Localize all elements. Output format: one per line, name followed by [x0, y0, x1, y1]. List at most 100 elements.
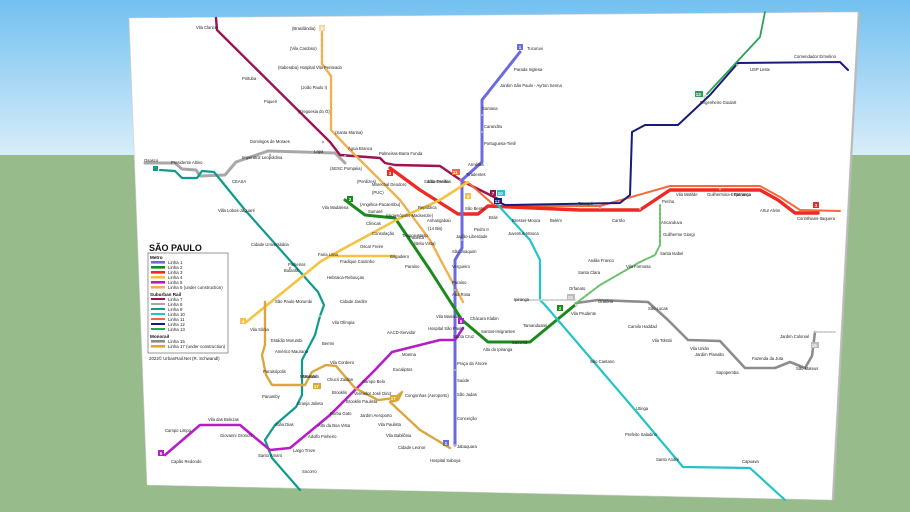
- svg-text:Tamanduateí: Tamanduateí: [523, 323, 548, 328]
- svg-text:2: 2: [559, 306, 562, 311]
- svg-text:Vergueiro: Vergueiro: [452, 264, 471, 269]
- svg-text:Cidade Jardim: Cidade Jardim: [340, 299, 368, 304]
- svg-text:Butantã: Butantã: [284, 268, 299, 273]
- svg-text:Santa Isabel: Santa Isabel: [660, 251, 683, 256]
- svg-text:7: 7: [492, 191, 495, 196]
- line-8: [143, 149, 347, 178]
- line-10: [495, 202, 787, 502]
- svg-text:Sapopemba: Sapopemba: [716, 370, 739, 375]
- svg-text:Osasco: Osasco: [144, 158, 159, 163]
- line-11: [459, 179, 841, 212]
- svg-text:Linha 2: Linha 2: [168, 265, 183, 270]
- svg-text:Cidade Universitária: Cidade Universitária: [251, 242, 289, 247]
- svg-text:Comendador Ermelino: Comendador Ermelino: [794, 54, 837, 59]
- line-3: [388, 166, 820, 216]
- svg-text:São Judas: São Judas: [457, 392, 477, 397]
- svg-text:Linha 17 (under construction): Linha 17 (under construction): [168, 344, 226, 349]
- svg-text:Santana: Santana: [482, 106, 498, 111]
- svg-text:Monorail: Monorail: [150, 334, 169, 339]
- svg-text:Carrão: Carrão: [612, 218, 625, 223]
- svg-text:Domingos de Moraes: Domingos de Moraes: [250, 139, 290, 144]
- badge-line-15-east: 15: [811, 342, 819, 348]
- badge-line-4: 4: [465, 193, 471, 199]
- line-1: [453, 50, 522, 447]
- line-2: [343, 198, 577, 344]
- svg-text:Pirituba: Pirituba: [242, 76, 257, 81]
- svg-text:Guilherme Giorgi: Guilherme Giorgi: [663, 232, 695, 237]
- svg-text:Linha 12: Linha 12: [168, 322, 185, 327]
- badge-line-2-east: 2: [557, 305, 563, 311]
- svg-text:Jardim Aeroporto: Jardim Aeroporto: [360, 413, 393, 418]
- svg-text:Guilhermina-Esperança: Guilhermina-Esperança: [707, 192, 752, 197]
- svg-text:(14 Bis): (14 Bis): [428, 226, 443, 231]
- svg-text:Hebraica-Rebouças: Hebraica-Rebouças: [327, 275, 364, 280]
- svg-text:São Paulo-Morumbi: São Paulo-Morumbi: [275, 299, 312, 304]
- svg-text:Santa Clara: Santa Clara: [578, 270, 601, 275]
- svg-text:Linha 4: Linha 4: [168, 275, 183, 280]
- metro-lines: [143, 11, 849, 502]
- svg-text:Praça da Árvore: Praça da Árvore: [457, 361, 488, 366]
- svg-text:(Freguesia do Ó): (Freguesia do Ó): [298, 109, 330, 114]
- svg-text:Trianon-Masp: Trianon-Masp: [402, 233, 428, 238]
- svg-text:Artur Alvim: Artur Alvim: [760, 208, 781, 213]
- svg-text:1: 1: [519, 45, 522, 50]
- badge-line-17: 17: [313, 383, 321, 389]
- svg-text:Armênia: Armênia: [468, 162, 484, 167]
- svg-text:4: 4: [467, 194, 470, 199]
- svg-text:São Lucas: São Lucas: [648, 306, 668, 311]
- svg-text:Américo Maurano: Américo Maurano: [275, 349, 309, 354]
- svg-text:Marechal Deodoro: Marechal Deodoro: [372, 182, 407, 187]
- station-labels: Vila Clarice Pirituba Piqueri Lapa Água …: [144, 25, 837, 474]
- svg-text:São Caetano: São Caetano: [590, 359, 615, 364]
- svg-text:Linha 10: Linha 10: [168, 312, 185, 317]
- svg-text:Largo Treze: Largo Treze: [293, 448, 316, 453]
- svg-text:Corinthians-Itaquera: Corinthians-Itaquera: [797, 216, 836, 221]
- map-board[interactable]: [128, 11, 860, 501]
- svg-text:Paulista: Paulista: [409, 235, 425, 240]
- line-4: [243, 180, 470, 325]
- svg-text:Prefeito Saladino: Prefeito Saladino: [625, 432, 658, 437]
- svg-text:República: República: [418, 205, 437, 210]
- svg-text:(Higienópolis-Mackenzie): (Higienópolis-Mackenzie): [386, 213, 434, 218]
- svg-text:São Mateus: São Mateus: [796, 366, 818, 371]
- svg-text:Tucuruvi: Tucuruvi: [527, 46, 543, 51]
- svg-text:Morumbi: Morumbi: [300, 374, 316, 379]
- svg-text:(SESC Pompéia): (SESC Pompéia): [330, 166, 362, 171]
- svg-text:Campo Limpo: Campo Limpo: [165, 428, 192, 433]
- svg-text:Vila Mariana: Vila Mariana: [436, 314, 460, 319]
- badge-line-11: 11: [452, 169, 460, 175]
- svg-text:Aricanduva: Aricanduva: [661, 220, 683, 225]
- svg-text:Engenheiro Goulart: Engenheiro Goulart: [700, 100, 737, 105]
- badge-line-5-west: 5: [158, 450, 164, 456]
- legend-metro: Linha 1 Linha 2 Linha 3 Linha 4 Linha 5 …: [151, 260, 223, 290]
- svg-text:Conceição: Conceição: [457, 416, 477, 421]
- svg-text:Alto do Ipiranga: Alto do Ipiranga: [483, 347, 513, 352]
- svg-text:1: 1: [445, 441, 448, 446]
- svg-text:Vila Paulista: Vila Paulista: [378, 422, 402, 427]
- svg-text:13: 13: [696, 92, 702, 97]
- svg-text:Linha 6 (under construction): Linha 6 (under construction): [168, 285, 223, 290]
- svg-text:Santo Amaro: Santo Amaro: [258, 453, 283, 458]
- svg-text:Fradique Coutinho: Fradique Coutinho: [340, 259, 375, 264]
- svg-text:Linha 15: Linha 15: [168, 339, 185, 344]
- line-badges: 1 1 2 2 3 3 4 4 5 5 6 7 10 11 12 13 15 1…: [153, 25, 819, 456]
- svg-text:Brooklin: Brooklin: [332, 390, 348, 395]
- svg-text:15: 15: [812, 343, 818, 348]
- svg-text:Portuguesa-Tietê: Portuguesa-Tietê: [484, 141, 517, 146]
- svg-text:Utinga: Utinga: [636, 406, 649, 411]
- svg-text:Parada Inglesa: Parada Inglesa: [514, 67, 543, 72]
- map-title: SÃO PAULO: [149, 243, 202, 253]
- svg-text:Paraisópolis: Paraisópolis: [263, 369, 286, 374]
- svg-text:Hospital São Paulo: Hospital São Paulo: [428, 326, 464, 331]
- svg-text:Brás: Brás: [489, 215, 498, 220]
- svg-text:Ana Rosa: Ana Rosa: [452, 292, 471, 297]
- svg-text:Linha 1: Linha 1: [168, 260, 183, 265]
- badge-line-3: 3: [387, 170, 393, 176]
- svg-text:Brigadeiro: Brigadeiro: [390, 254, 410, 259]
- svg-text:Congonhas (Aeroporto): Congonhas (Aeroporto): [405, 393, 449, 398]
- svg-text:Vila Cordeiro: Vila Cordeiro: [330, 360, 355, 365]
- line-13: [706, 11, 766, 95]
- badge-line-1-south: 1: [443, 440, 449, 446]
- svg-text:Panamby: Panamby: [262, 394, 281, 399]
